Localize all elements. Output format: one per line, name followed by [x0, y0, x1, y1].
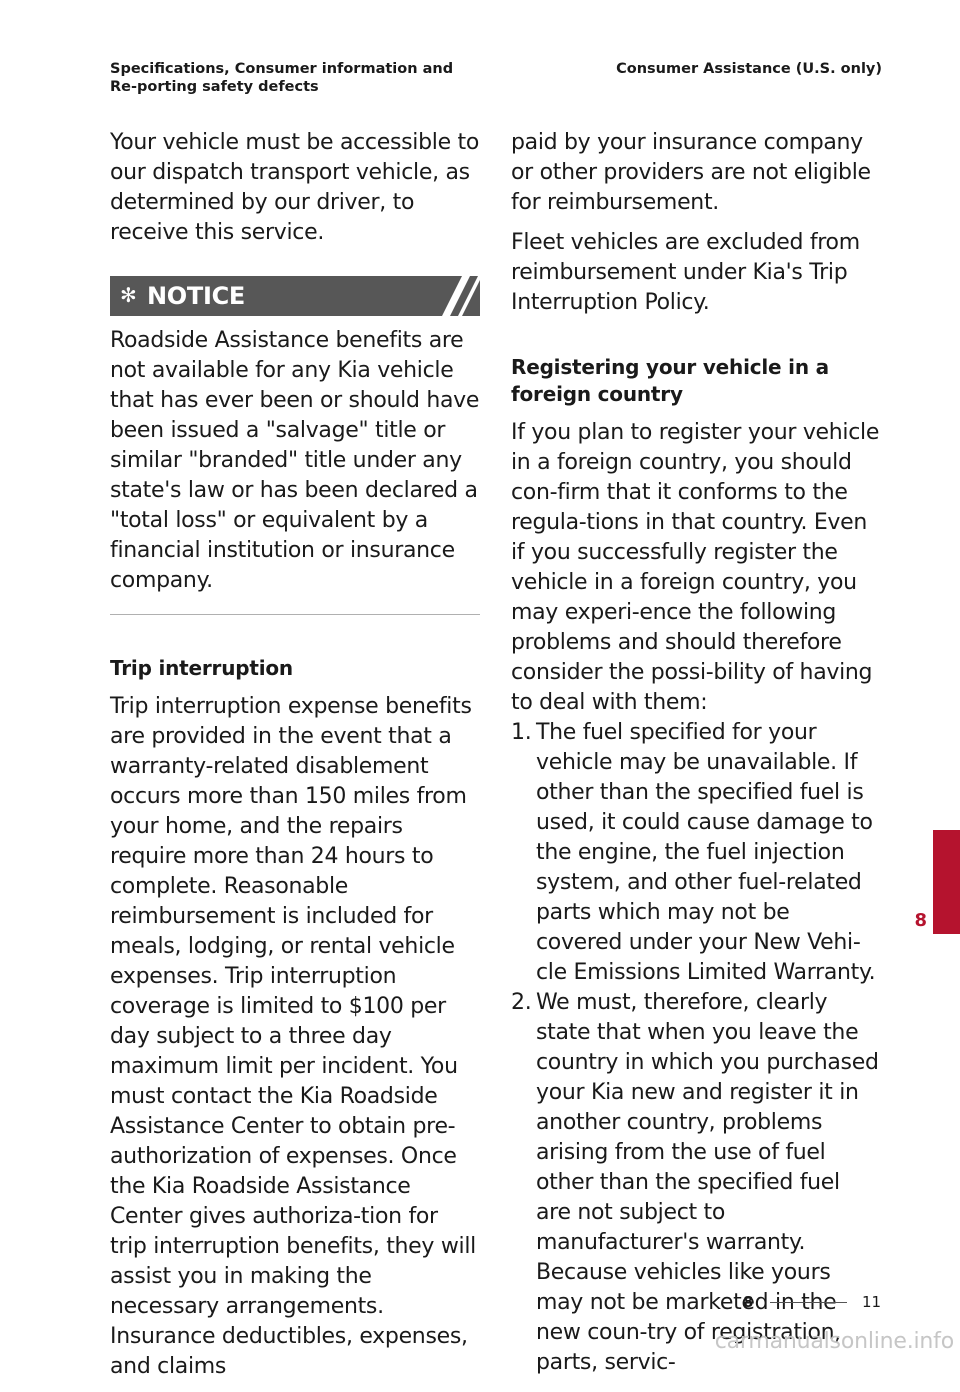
problem-list: 1. The fuel specified for your vehicle m… — [511, 718, 881, 1378]
continued-paragraph: paid by your insurance company or other … — [511, 130, 871, 215]
list-item-number: 1. — [511, 720, 532, 745]
notice-banner: ✻ NOTICE — [110, 276, 480, 316]
notice-text: Roadside Assistance benefits are not ava… — [110, 328, 480, 593]
list-item: 1. The fuel specified for your vehicle m… — [511, 718, 881, 988]
stripes-icon — [442, 276, 480, 316]
asterisk-icon: ✻ — [120, 283, 137, 307]
intro-paragraph: Your vehicle must be accessible to our d… — [110, 130, 479, 245]
notice-label: NOTICE — [147, 282, 245, 310]
running-header-left: Specifications, Consumer information and… — [110, 61, 454, 95]
trip-interruption-paragraph: Trip interruption expense benefits are p… — [110, 694, 476, 1379]
fleet-paragraph: Fleet vehicles are excluded from reimbur… — [511, 230, 860, 315]
left-column: Your vehicle must be accessible to our d… — [110, 128, 480, 1392]
list-item: 2. We must, therefore, clearly state tha… — [511, 988, 881, 1378]
notice-divider — [110, 614, 480, 615]
section-heading-foreign-registration: Registering your vehicle in a foreign co… — [511, 355, 829, 406]
list-item-text: We must, therefore, clearly state that w… — [536, 990, 879, 1375]
running-header-right: Consumer Assistance (U.S. only) — [616, 61, 882, 77]
chapter-tab — [933, 830, 960, 934]
foreign-registration-paragraph: If you plan to register your vehicle in … — [511, 420, 880, 715]
right-column: paid by your insurance company or other … — [511, 128, 881, 1378]
footer-divider — [770, 1302, 847, 1303]
chapter-tab-label: 8 — [914, 910, 927, 931]
list-item-number: 2. — [511, 990, 532, 1015]
list-item-text: The fuel specified for your vehicle may … — [536, 720, 876, 985]
watermark: carmanualsonline.info — [714, 1329, 954, 1354]
footer-page-number: 11 — [862, 1293, 882, 1311]
footer-chapter-number: 8 — [743, 1293, 754, 1311]
section-heading-trip-interruption: Trip interruption — [110, 656, 293, 680]
